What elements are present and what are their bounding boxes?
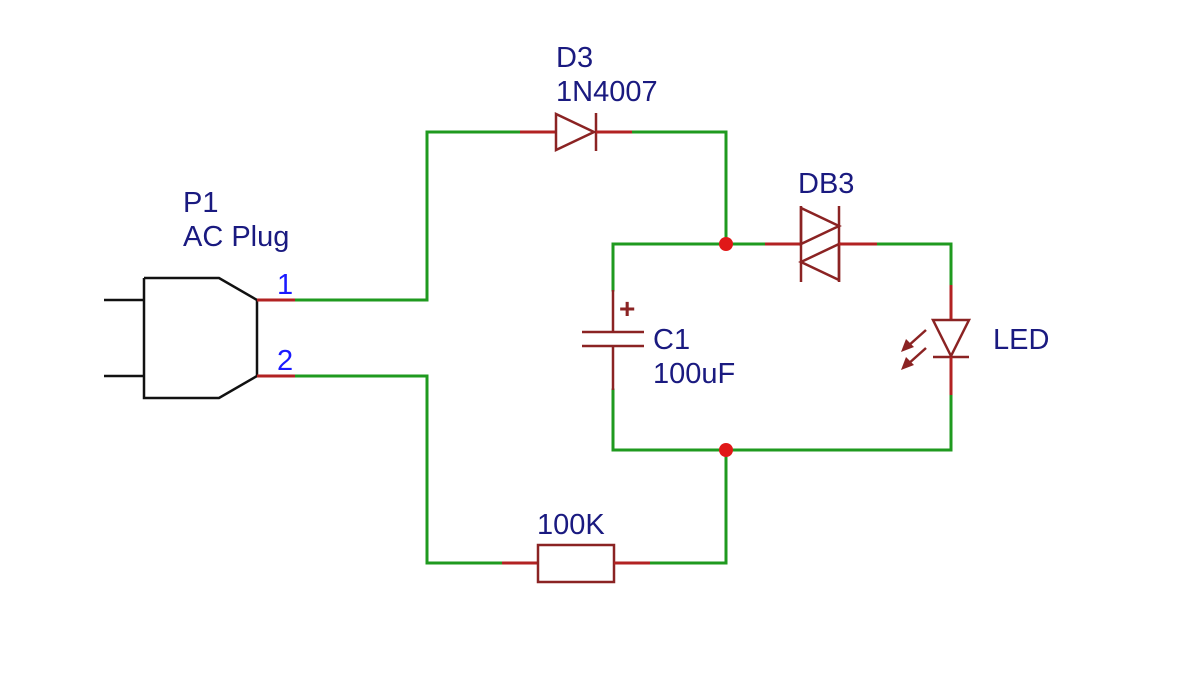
led-triangle [930,318,972,359]
wire-pin2-to-resistor [293,374,504,565]
ac-plug-p1: P1 AC Plug 1 2 [104,187,295,400]
c1-ref-label: C1 [653,324,690,356]
plug-ref-label: P1 [183,187,218,219]
plug-pin2-number: 2 [277,345,293,377]
junction-bottom [719,443,733,457]
wire-led-to-node-bottom [724,393,953,452]
diode-d3: D3 1N4007 [520,42,658,152]
d3-value-label: 1N4007 [556,76,658,108]
diac-db3: DB3 [765,168,877,282]
d3-triangle [554,112,597,152]
wire-db3-to-led [875,242,953,287]
wires [293,130,953,565]
led-ref-label: LED [993,324,1049,356]
wire-d3-to-node-top [630,130,728,246]
db3-ref-label: DB3 [798,168,854,200]
led-light-arrows-icon [901,329,927,370]
plug-body [142,276,259,400]
wire-node-bottom-to-resistor [648,448,728,565]
resistor-body [536,543,616,584]
led: LED [901,285,1049,395]
c1-value-label: 100uF [653,358,735,390]
wire-node-top-left [611,242,728,292]
plug-pin1-number: 1 [277,269,293,301]
c1-polarity-mark: + [619,293,635,324]
wire-pin1-to-d3 [293,130,522,302]
d3-ref-label: D3 [556,42,593,74]
db3-triangle-reverse [798,242,841,282]
db3-triangle-forward [799,206,842,246]
junction-top [719,237,733,251]
resistor-value-label: 100K [537,509,605,541]
capacitor-c1: + C1 100uF [582,290,735,390]
resistor-100k: 100K [502,509,650,584]
plug-value-label: AC Plug [183,221,289,253]
wire-cap-to-node-bottom [611,388,728,452]
